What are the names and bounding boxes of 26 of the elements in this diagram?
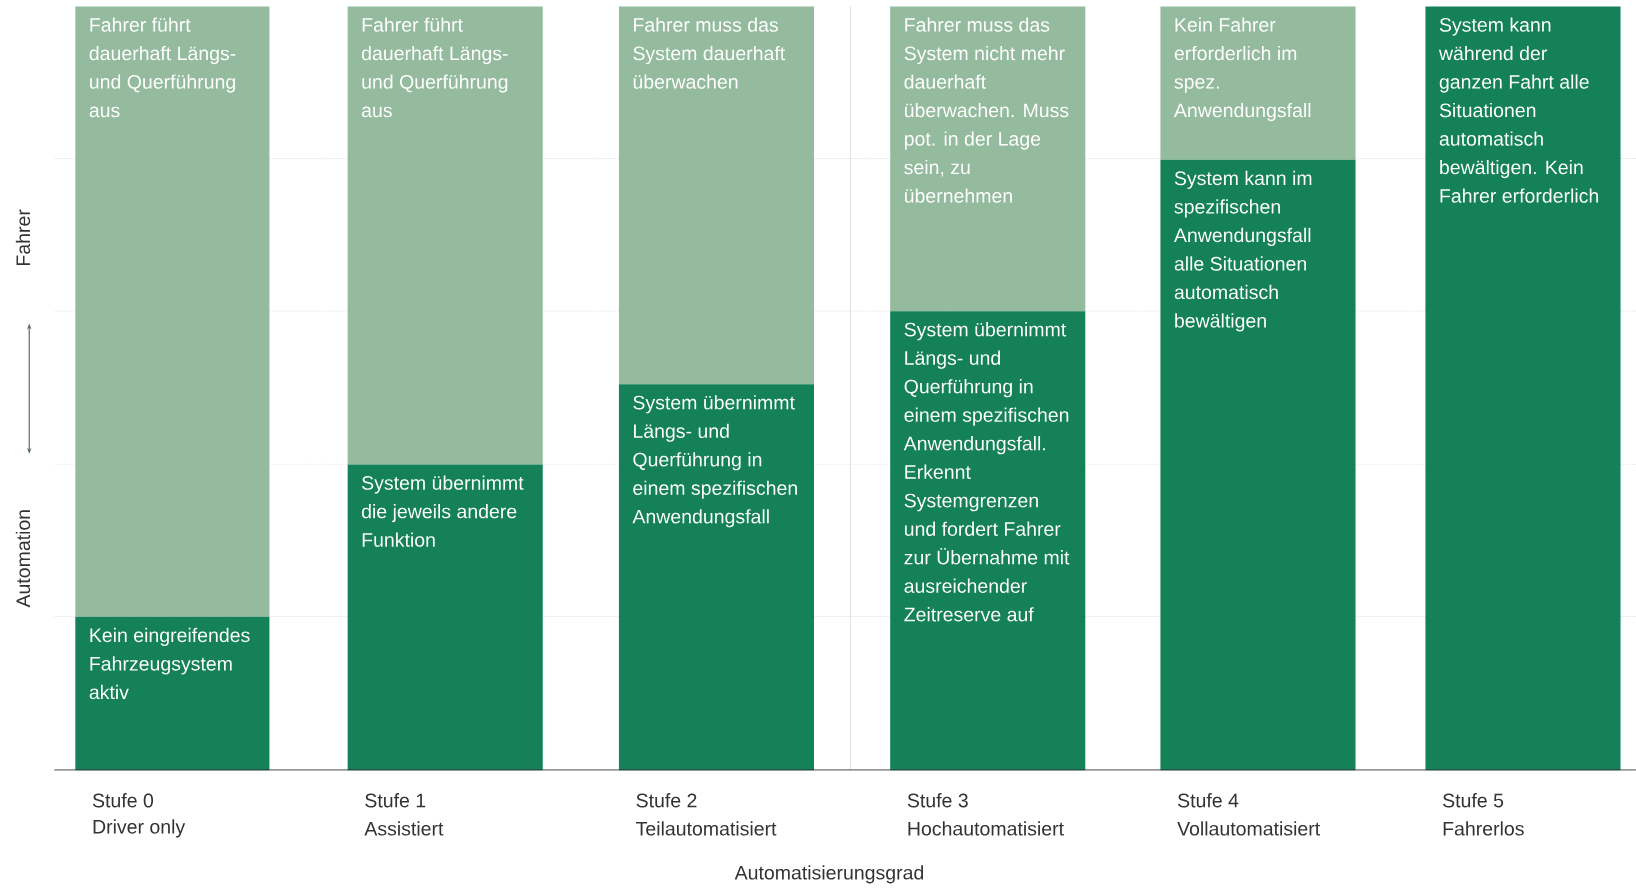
level-box: Fahrer muss das System dauerhaft überwachen	[618, 6, 814, 385]
level-box: System übernimmt die jeweils andere Funktion	[347, 464, 543, 771]
level-name: Hochautomatisiert	[908, 821, 1064, 836]
axis-label: Automatisierungsgrad	[734, 865, 924, 884]
level-box: Kein eingreifendes Fahrzeugsystem aktiv	[75, 616, 270, 771]
level-box: System kann im spezifischen Anwendungsfall alle Situationen automatisch bewältigen	[1160, 159, 1356, 771]
level-box: Fahrer muss das System nicht mehr dauerhaft überwachen. Muss pot. in der Lage sein, zu übernehmen	[890, 6, 1086, 312]
level-box: Fahrer führt dauerhaft Längs- und Querführung aus	[75, 6, 270, 617]
level-box: System übernimmt Längs- und Querführung in einem spezifischen Anwendungsfall. Erkennt Systemgrenzen und fordert Fahrer zur Übernahme mit ausreichender Zeitreserve auf	[890, 311, 1086, 771]
axis-label: Fahrer	[15, 209, 31, 266]
level-box: Kein Fahrer erforderlich im spez. Anwendungsfall	[1160, 6, 1356, 160]
level-number: Stufe 5	[1443, 793, 1504, 808]
level-number: Stufe 3	[907, 793, 968, 808]
level-box: System übernimmt Längs- und Querführung in einem spezifischen Anwendungsfall	[618, 384, 814, 771]
level-name: Driver only	[93, 819, 186, 838]
level-box: Fahrer führt dauerhaft Längs- und Querführung aus	[347, 6, 543, 465]
level-number: Stufe 0	[92, 793, 154, 808]
level-number: Stufe 4	[1178, 793, 1239, 808]
level-number: Stufe 2	[636, 793, 697, 808]
level-name: Teilautomatisiert	[636, 821, 777, 836]
level-box: System kann während der ganzen Fahrt alle Situationen automatisch bewältigen. Kein Fahrer erforderlich	[1425, 6, 1621, 771]
axis-label: Automation	[15, 510, 31, 608]
level-number: Stufe 1	[365, 793, 426, 808]
level-name: Fahrerlos	[1443, 821, 1524, 836]
level-name: Vollautomatisiert	[1177, 821, 1320, 836]
level-name: Assistiert	[364, 821, 444, 836]
